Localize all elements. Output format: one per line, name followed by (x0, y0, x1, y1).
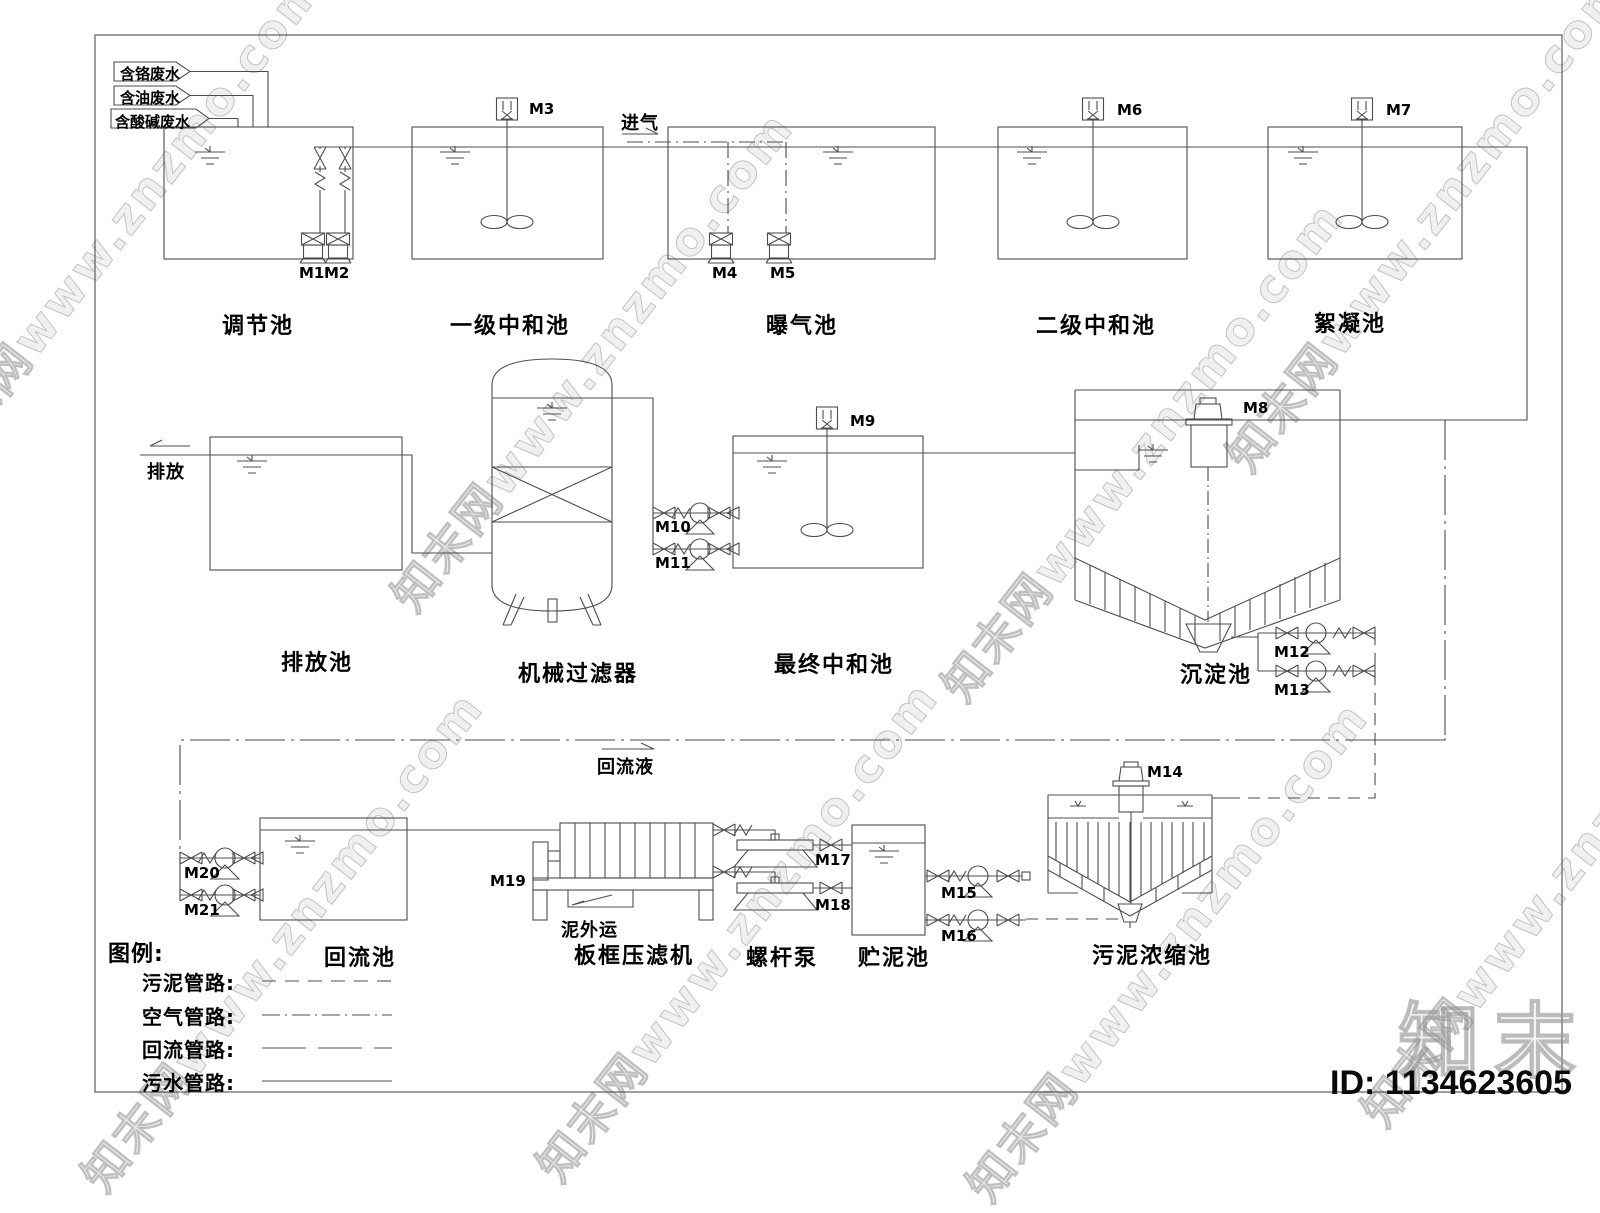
tank-aeration (667, 126, 936, 260)
drive-m14 (1112, 761, 1150, 904)
screw-pump-m18 (712, 865, 852, 911)
return-arrow (602, 742, 655, 750)
label-discharge-tank: 排放池 (281, 651, 354, 676)
tag-m16: M16 (941, 927, 977, 945)
inlet-label-oil: 含油废水 (120, 89, 181, 107)
pump-m11 (652, 538, 740, 571)
mixer-m6 (1066, 97, 1120, 230)
sludge-manifold (1231, 633, 1259, 671)
pump-m4 (707, 232, 735, 264)
tank-discharge (209, 436, 403, 571)
label-regulating-tank: 调节池 (222, 314, 295, 339)
tank-regulating (163, 126, 354, 260)
tag-m3: M3 (529, 100, 555, 118)
image-id-badge: ID: 1134623605 (1330, 1064, 1572, 1102)
label-thickener: 污泥浓缩池 (1092, 944, 1213, 969)
label-final-neutral: 最终中和池 (774, 653, 895, 678)
air-in-label: 进气 (621, 113, 659, 134)
return-line (179, 420, 1446, 852)
screw-pump-m17 (712, 823, 852, 868)
sludge-line-to-thickener (1232, 633, 1376, 799)
tag-m19: M19 (490, 872, 526, 890)
tank-flocculation (1267, 126, 1463, 260)
air-line (627, 141, 787, 233)
label-sludge-storage: 贮泥池 (858, 946, 931, 971)
sludge-out-label: 泥外运 (561, 920, 618, 941)
discharge-label: 排放 (147, 462, 185, 483)
legend-item-sludge: 污泥管路: (142, 971, 235, 995)
discharge-lines (140, 454, 492, 554)
mechanical-filter (491, 358, 654, 626)
legend-item-air: 空气管路: (142, 1005, 235, 1029)
sewage-main-line (320, 146, 1528, 421)
legend-lines (262, 980, 392, 1082)
tag-m13: M13 (1274, 681, 1310, 699)
label-filter-press: 板框压滤机 (574, 944, 695, 969)
tank-sedimentation (1074, 389, 1341, 653)
drive-m8 (1185, 397, 1233, 622)
tank-final-neutral (732, 435, 924, 569)
tank-return (259, 817, 408, 921)
tag-m15: M15 (941, 884, 977, 902)
legend-item-sewage: 污水管路: (142, 1071, 235, 1095)
tag-m4: M4 (712, 264, 738, 282)
mixer-m3 (480, 97, 534, 230)
process-flow-diagram (94, 34, 1563, 1093)
tag-m1: M1 (299, 264, 325, 282)
drawing-border (94, 34, 1563, 1093)
tag-m2: M2 (324, 264, 350, 282)
label-screw-pump: 螺杆泵 (746, 946, 819, 971)
pump-m21 (179, 884, 264, 917)
pump-m15 (925, 865, 1031, 898)
pump-m13 (1258, 660, 1376, 693)
discharge-arrow (149, 439, 190, 447)
label-aeration-tank: 曝气池 (766, 314, 839, 339)
label-neutral2-tank: 二级中和池 (1036, 314, 1157, 339)
tag-m8: M8 (1243, 399, 1269, 417)
tag-m18: M18 (815, 896, 851, 914)
label-neutral1-tank: 一级中和池 (450, 314, 571, 339)
filter-press (532, 822, 714, 921)
legend-title: 图例: (108, 942, 164, 967)
tag-m21: M21 (184, 901, 220, 919)
tag-m17: M17 (815, 851, 851, 869)
legend-item-return: 回流管路: (142, 1038, 235, 1062)
inlet-label-chrome: 含铬废水 (120, 65, 181, 83)
tag-m5: M5 (770, 264, 796, 282)
label-mech-filter: 机械过滤器 (518, 662, 639, 687)
tag-m12: M12 (1274, 643, 1310, 661)
return-liquid-label: 回流液 (597, 757, 654, 778)
znmo-logo: 知末 (1397, 994, 1591, 1091)
label-return-tank: 回流池 (324, 946, 397, 971)
pump-m12 (1258, 622, 1376, 655)
mixer-m9 (800, 406, 854, 538)
pump-m5 (765, 232, 793, 264)
label-sedimentation: 沉淀池 (1180, 663, 1253, 688)
pump-m20 (179, 847, 264, 880)
pump-m2 (324, 146, 352, 264)
tag-m7: M7 (1386, 101, 1412, 119)
pump-m1 (299, 146, 327, 264)
mixer-m7 (1335, 97, 1389, 230)
pump-m10 (652, 502, 740, 535)
tag-m20: M20 (184, 864, 220, 882)
tank-sludge-storage (851, 824, 926, 936)
tag-m9: M9 (850, 412, 876, 430)
pump-m16 (925, 909, 1026, 942)
inlet-flags (110, 61, 269, 129)
tag-m10: M10 (655, 518, 691, 536)
tag-m6: M6 (1117, 101, 1143, 119)
tank-thickener (1047, 794, 1213, 928)
label-flocculation-tank: 絮凝池 (1314, 312, 1387, 337)
inlet-label-acid-alkali: 含酸碱废水 (115, 113, 191, 131)
air-in-arrow (622, 127, 659, 135)
tag-m11: M11 (655, 554, 691, 572)
tag-m14: M14 (1147, 763, 1183, 781)
